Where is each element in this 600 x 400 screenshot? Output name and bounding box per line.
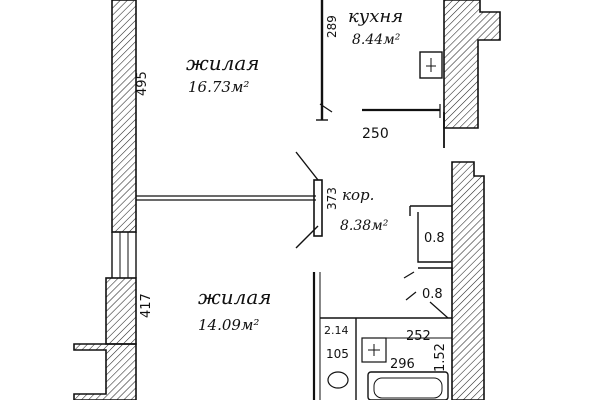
dim-left-bottom: 417	[139, 293, 154, 318]
dim-bath-length: 296	[390, 357, 415, 372]
corridor-wall	[313, 179, 323, 237]
dim-wc-side: 105	[326, 347, 349, 361]
room-name-kitchen: кухня	[348, 6, 403, 27]
room-area-living-top: 16.73м²	[188, 78, 249, 96]
closets	[403, 205, 453, 301]
right-wall-upper	[443, 0, 501, 129]
dim-closet-upper: 0.8	[424, 231, 445, 246]
right-wall-lower	[451, 161, 485, 400]
room-area-corridor: 8.38м²	[340, 218, 389, 234]
room-name-corridor: кор.	[342, 186, 374, 204]
toilet	[327, 371, 349, 389]
room-name-living-top: жилая	[186, 51, 260, 75]
room-area-living-bottom: 14.09м²	[198, 316, 259, 334]
left-window	[111, 232, 137, 278]
dim-closet-lower: 0.8	[422, 287, 443, 302]
left-wall-lower	[105, 277, 137, 345]
room-name-living-bottom: жилая	[198, 285, 272, 309]
kitchen-stove	[419, 51, 443, 79]
bathtub	[367, 371, 449, 400]
dim-right-bottom: 1.52	[433, 343, 448, 372]
dim-kitchen-wall: 289	[325, 15, 339, 38]
sink	[361, 337, 387, 363]
middle-partition	[136, 195, 316, 201]
bathroom-block	[312, 272, 452, 400]
room-area-kitchen: 8.44м²	[352, 32, 401, 48]
dim-left-top: 495	[135, 71, 150, 96]
dim-bath-small: 2.14	[324, 324, 349, 337]
left-wall-bottom-step	[73, 343, 137, 400]
dim-kitchen-width: 250	[362, 126, 389, 142]
dim-corridor-side: 373	[325, 187, 339, 210]
dim-bath-width: 252	[406, 329, 431, 344]
left-wall-upper	[111, 0, 137, 233]
